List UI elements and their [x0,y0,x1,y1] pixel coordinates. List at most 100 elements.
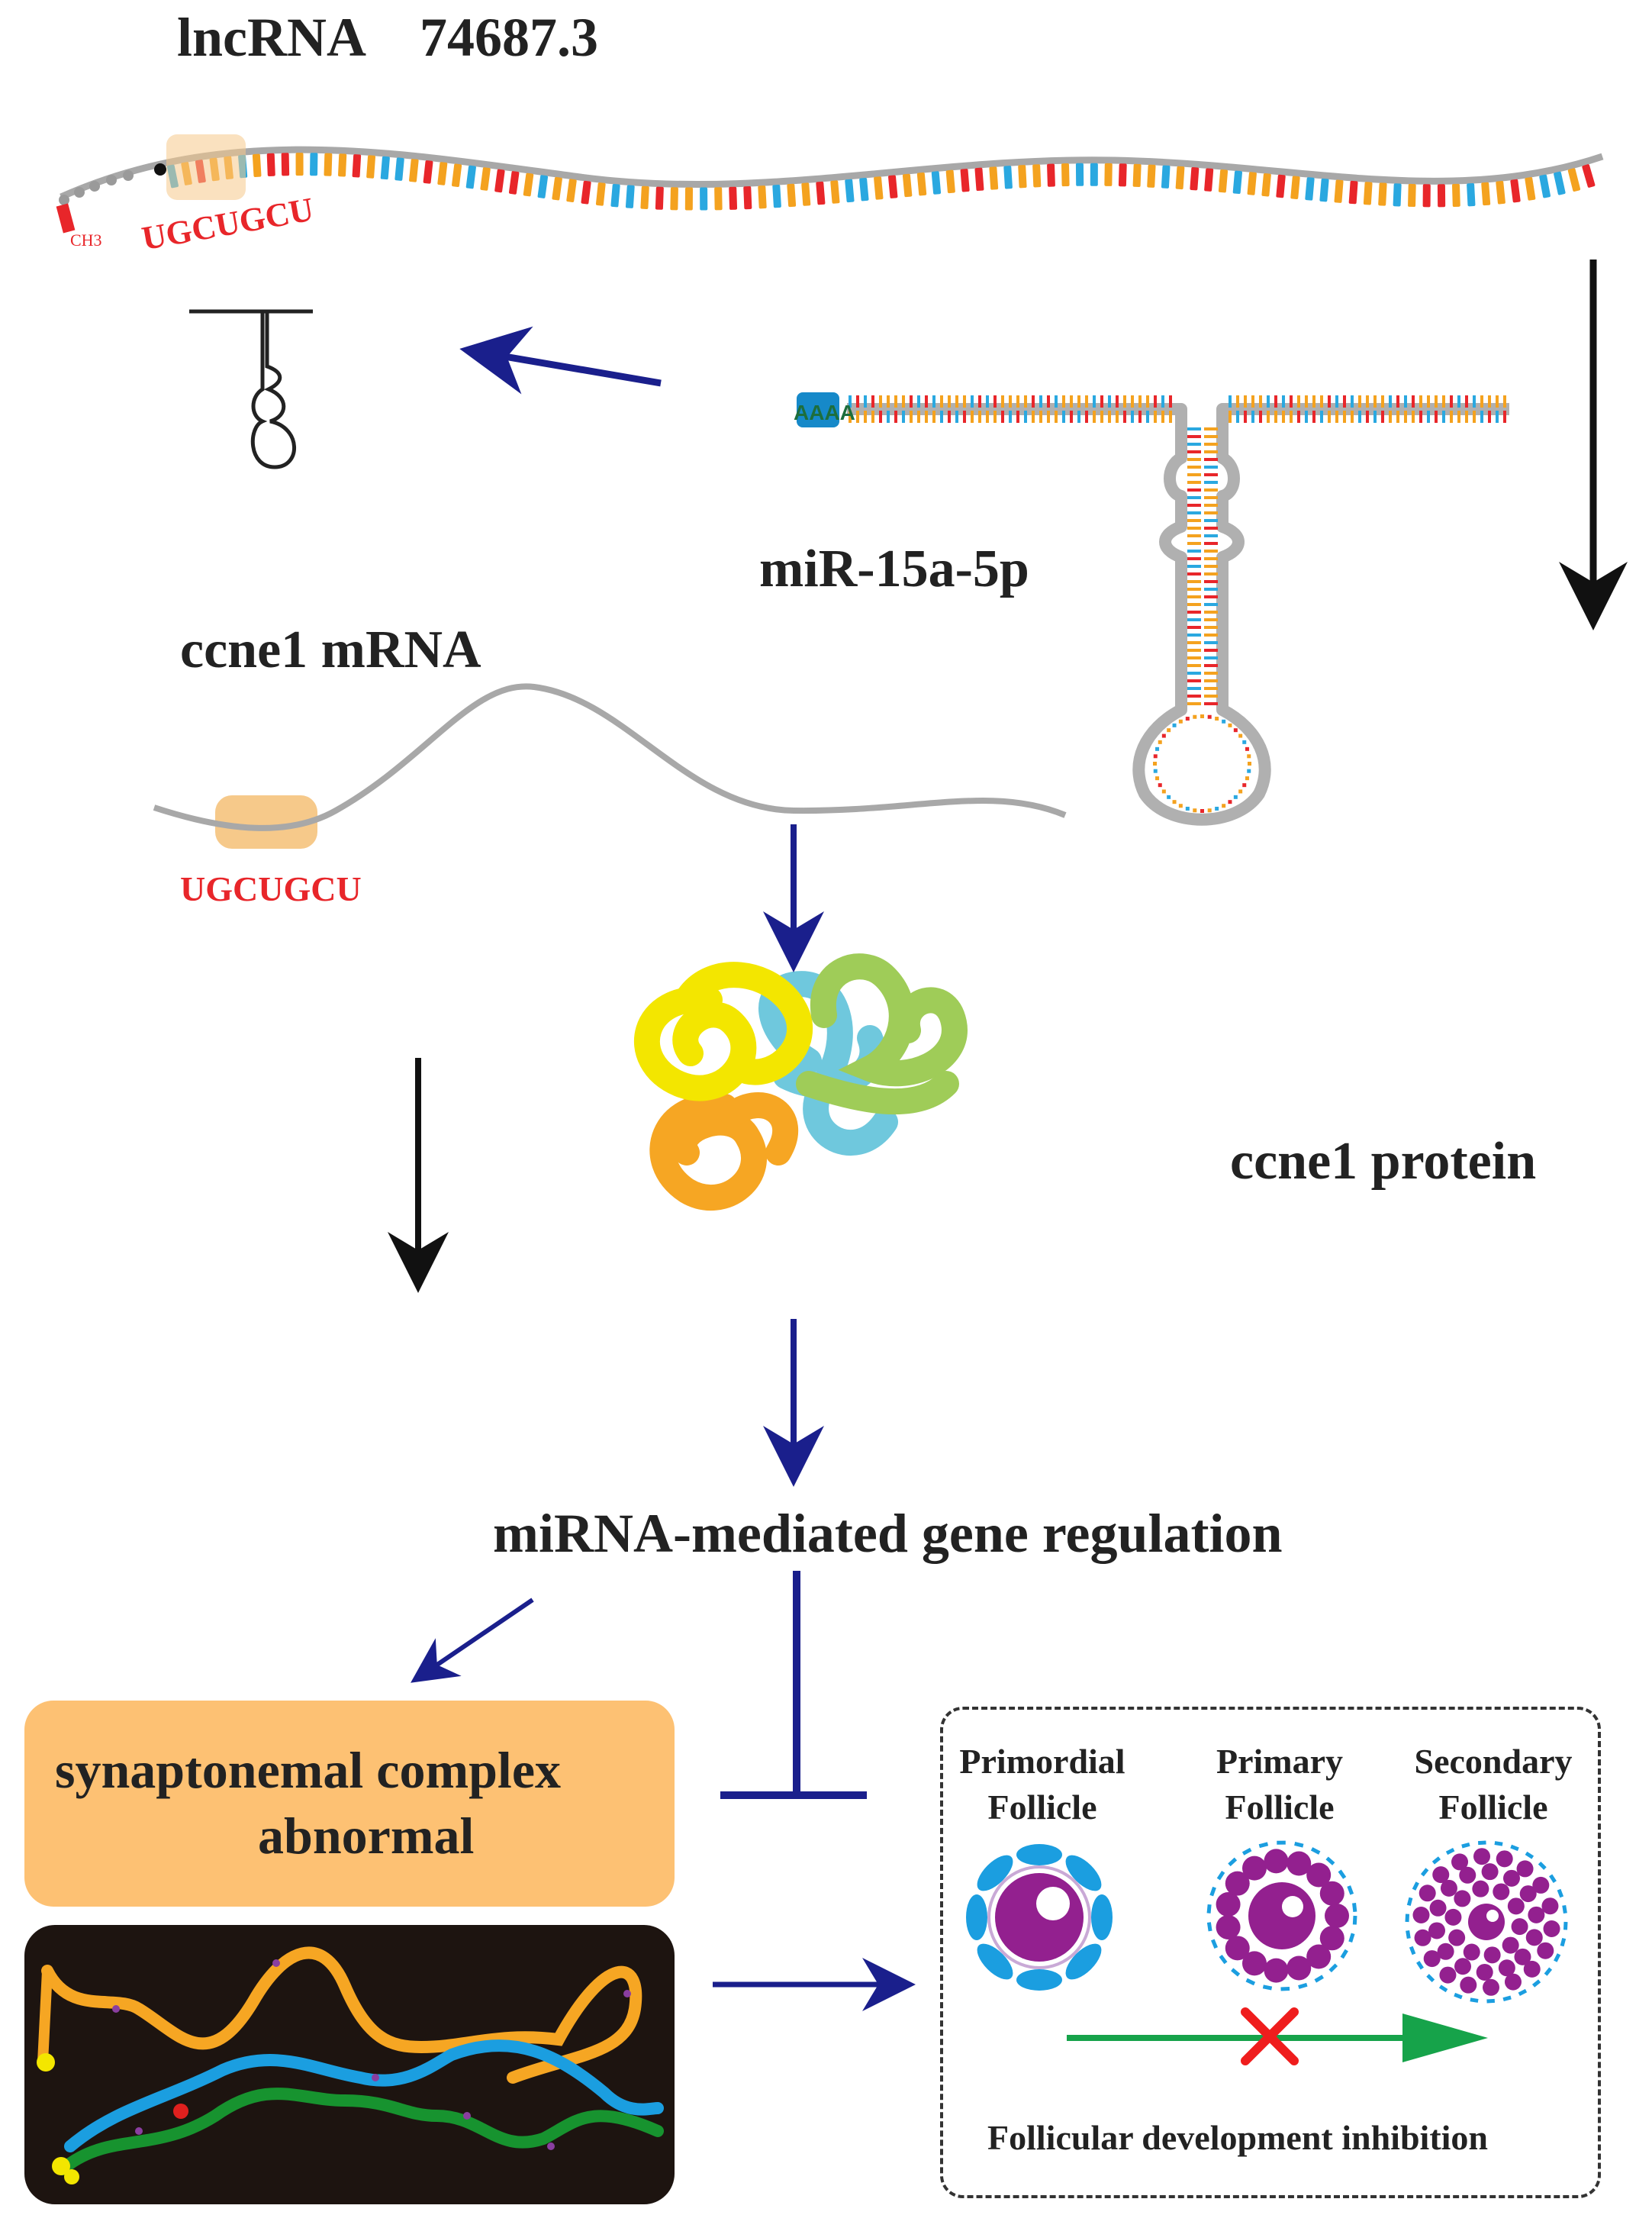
hairpin-base [1138,395,1142,408]
hairpin-base [1100,411,1103,423]
hairpin-base [1154,411,1157,423]
poly-a-tail: AAAA [794,401,855,424]
nucleotide-base [801,182,811,206]
hairpin-base [986,395,989,408]
hairpin-base [1204,580,1218,583]
hairpin-base [1146,395,1149,408]
hairpin-base [1389,395,1392,408]
hairpin-base [1204,695,1218,698]
nucleotide-base [1437,184,1446,208]
hairpin-base [1236,411,1239,423]
hairpin-base [1187,565,1201,568]
hairpin-base [932,395,935,408]
nucleotide-base [902,173,913,198]
hairpin-base [1204,687,1218,690]
nucleotide-base [1481,182,1491,206]
ccne1-mrna-strand [153,683,1067,849]
nucleotide-base [974,167,984,192]
nucleotide-base [1378,182,1387,206]
primary-follicle [1206,1840,1357,1991]
hairpin-base [894,395,897,408]
hairpin-base [1259,395,1262,408]
lncrna-strand: CH3 [56,134,1604,250]
nucleotide-base [295,153,304,176]
hairpin-base [1450,395,1453,408]
block-cross-icon [1241,2007,1299,2065]
hairpin-base [849,395,852,408]
nucleotide-base [1003,166,1013,189]
nucleotide-base [1408,183,1416,208]
hairpin-base [1187,695,1201,698]
hairpin-base [1161,411,1164,423]
nucleotide-base [480,167,491,191]
hairpin-base [1236,395,1239,408]
lncrna-seed-highlight [166,134,246,200]
nucleotide-base [1132,163,1142,188]
hairpin-base [1077,411,1080,423]
hairpin-base [1204,572,1218,576]
hairpin-base [1039,411,1042,423]
inhibition-label: Follicular development inhibition [987,2118,1488,2157]
hairpin-base [1187,641,1201,644]
hairpin-base [894,411,897,423]
hairpin-base [1204,473,1218,476]
hairpin-base [1404,395,1407,408]
nucleotide-base [552,176,562,201]
hairpin-base [1187,656,1201,659]
hairpin-base [1274,411,1277,423]
hairpin-base [1366,411,1369,423]
hairpin-base [1187,504,1201,507]
hairpin-base [1412,395,1415,408]
hairpin-base [917,395,920,408]
hairpin-base [1396,395,1399,408]
hairpin-base [955,395,958,408]
arrow-mirna-to-hairpin [459,326,662,395]
hairpin-base [917,411,920,423]
hairpin-base [1427,411,1430,423]
hairpin-base [1204,550,1218,553]
hairpin-base [1238,789,1243,794]
hairpin-base [1187,626,1201,629]
hairpin-base [1172,723,1177,727]
hairpin-base [1222,719,1226,724]
nucleotide-base [1190,167,1200,191]
hairpin-base [1435,411,1438,423]
hairpin-base [1480,395,1483,408]
hairpin-base [1297,411,1300,423]
hairpin-base [1328,395,1331,408]
nucleotide-base [1467,183,1476,207]
hairpin-base [1389,411,1392,423]
hairpin-base [1204,542,1218,545]
mrna-seed-sequence: UGCUGCU [180,869,362,908]
hairpin-base [948,395,951,408]
hairpin-base [1016,395,1019,408]
hairpin-base [887,411,890,423]
hairpin-base [871,411,874,423]
hairpin-base [1153,762,1157,766]
nucleotide-base [1075,163,1084,186]
nucleotide-base [758,185,767,209]
hairpin-base [1404,411,1407,423]
hairpin-base [1204,634,1218,637]
hairpin-base [1229,411,1232,423]
hairpin-base [1070,395,1073,408]
hairpin-base [1457,411,1460,423]
hairpin-base [1009,411,1012,423]
hairpin-base [1187,557,1201,560]
lncrna-id: 74687.3 [420,7,598,68]
hairpin-base [1187,672,1201,675]
hairpin-base [1204,565,1218,568]
hairpin-base [925,411,928,423]
synaptonemal-box [24,1701,675,1907]
hairpin-base [1187,481,1201,484]
nucleotide-base [729,186,738,210]
nucleotide-base [465,165,476,189]
regulation-label: miRNA-mediated gene regulation [493,1503,1283,1564]
hairpin-base [1228,800,1232,804]
hairpin-base [879,411,882,423]
hairpin-base [1062,395,1065,408]
nucleotide-base [1582,164,1596,188]
hairpin-base [1320,395,1323,408]
